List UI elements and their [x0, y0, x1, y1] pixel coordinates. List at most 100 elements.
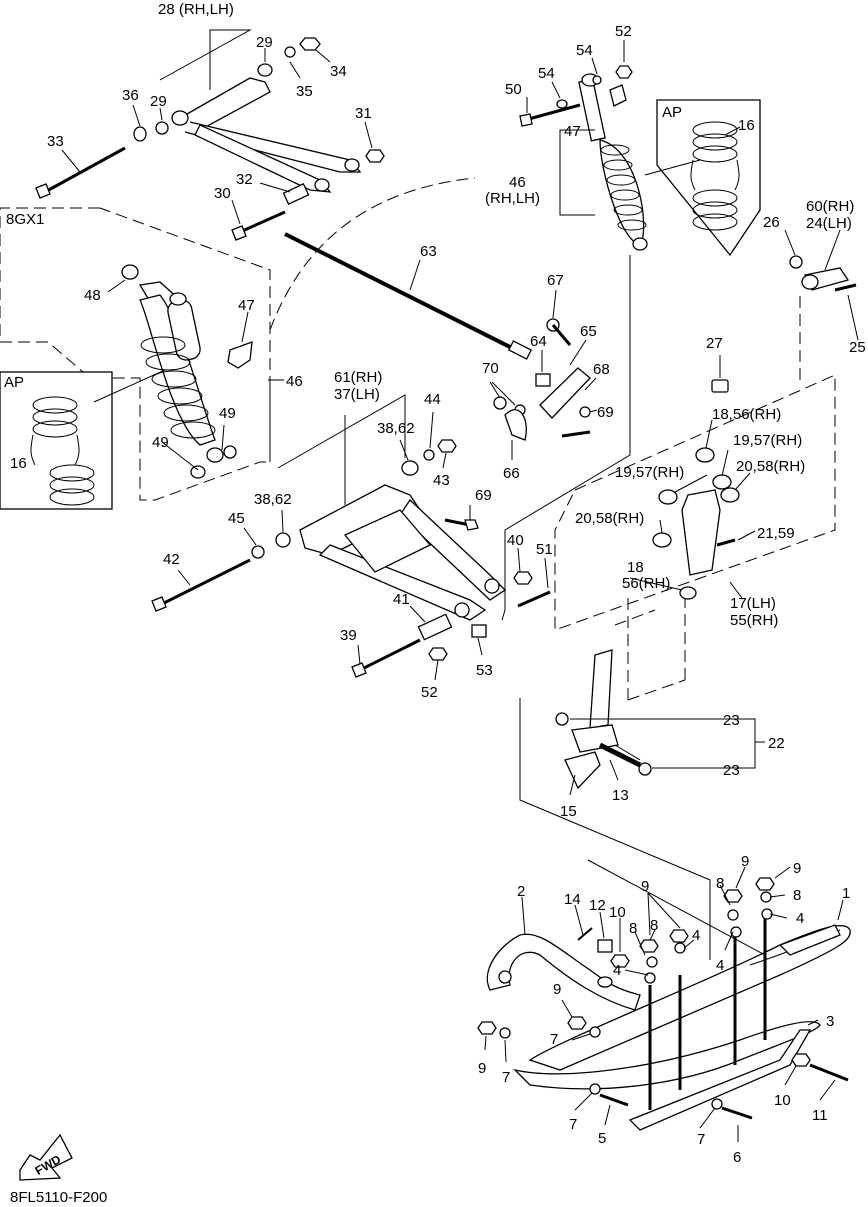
rear-shock-8gx1: [121, 264, 253, 479]
label-33: 33: [47, 133, 64, 150]
label-9: 9: [478, 1060, 486, 1077]
label-7: 7: [550, 1031, 558, 1048]
label-10: 10: [774, 1092, 791, 1109]
assembly-lines: [501, 255, 766, 960]
label-22: 22: [768, 735, 785, 752]
steering-spindle: [652, 379, 740, 600]
ap-spring-box-top: [656, 99, 761, 257]
label-19-57rh: 19,57(RH): [733, 432, 802, 449]
shock-spring-8gx1: [140, 336, 216, 439]
label-41: 41: [393, 591, 410, 608]
leader-lines: [61, 29, 859, 1142]
label-9: 9: [793, 860, 801, 877]
label-26: 26: [763, 214, 780, 231]
label-27: 27: [706, 335, 723, 352]
label-23: 23: [723, 762, 740, 779]
label-8gx1: 8GX1: [6, 211, 44, 228]
label-61rh: 61(RH): [334, 369, 382, 386]
label-6: 6: [733, 1149, 741, 1166]
label-24lh: 24(LH): [806, 215, 852, 232]
ski-spindle: [555, 649, 652, 790]
label-51: 51: [536, 541, 553, 558]
label-46: 46: [286, 373, 303, 390]
label-44: 44: [424, 391, 441, 408]
label-37lh: 37(LH): [334, 386, 380, 403]
label-17lh: 17(LH): [730, 595, 776, 612]
diagram-code: 8FL5110-F200: [10, 1189, 107, 1206]
label-43: 43: [433, 472, 450, 489]
ski-assembly: [477, 877, 851, 1131]
steering-arm: [789, 255, 857, 292]
label-2: 2: [517, 883, 525, 900]
label-46-rhlh: (RH,LH): [485, 190, 540, 207]
label-46: 46: [509, 174, 526, 191]
ap-spring-box-left: [0, 371, 113, 510]
label-18: 18: [627, 559, 644, 576]
label-53: 53: [476, 662, 493, 679]
label-4: 4: [613, 962, 621, 979]
label-1: 1: [842, 885, 850, 902]
label-ap: AP: [662, 104, 682, 121]
label-47: 47: [238, 297, 255, 314]
part-labels: 28 (RH,LH) 29 35 34 36 29 31 33 32 30 8G…: [4, 1, 866, 1166]
label-3862: 38,62: [377, 420, 415, 437]
label-56rh: 56(RH): [622, 575, 670, 592]
label-4: 4: [796, 910, 804, 927]
label-ap: AP: [4, 374, 24, 391]
label-54: 54: [538, 65, 555, 82]
label-8: 8: [629, 920, 637, 937]
label-69: 69: [597, 404, 614, 421]
label-49: 49: [152, 434, 169, 451]
label-45: 45: [228, 510, 245, 527]
label-11: 11: [812, 1107, 828, 1124]
label-69: 69: [475, 487, 492, 504]
shock-spring-top: [600, 144, 647, 231]
label-65: 65: [580, 323, 597, 340]
label-32: 32: [236, 171, 253, 188]
label-60rh: 60(RH): [806, 198, 854, 215]
label-3: 3: [826, 1013, 834, 1030]
label-7: 7: [697, 1131, 705, 1148]
label-21-59: 21,59: [757, 525, 795, 542]
label-5: 5: [598, 1130, 606, 1147]
label-54: 54: [576, 42, 593, 59]
label-47: 47: [564, 123, 581, 140]
label-64: 64: [530, 333, 547, 350]
label-3862: 38,62: [254, 491, 292, 508]
label-19-57rh: 19,57(RH): [615, 464, 684, 481]
label-20-58rh: 20,58(RH): [736, 458, 805, 475]
label-7: 7: [569, 1116, 577, 1133]
label-15: 15: [560, 803, 577, 820]
label-50: 50: [505, 81, 522, 98]
label-29: 29: [150, 93, 167, 110]
label-39: 39: [340, 627, 357, 644]
label-9: 9: [553, 981, 561, 998]
label-7: 7: [502, 1069, 510, 1086]
label-34: 34: [330, 63, 347, 80]
label-70: 70: [482, 360, 499, 377]
label-66: 66: [503, 465, 520, 482]
label-52: 52: [421, 684, 438, 701]
label-18-56rh: 18,56(RH): [712, 406, 781, 423]
label-42: 42: [163, 551, 180, 568]
dashed-outlines: [0, 177, 836, 701]
label-13: 13: [612, 787, 629, 804]
label-28: 28 (RH,LH): [158, 1, 234, 18]
label-4: 4: [716, 957, 724, 974]
tie-rod: [284, 232, 533, 360]
label-55rh: 55(RH): [730, 612, 778, 629]
label-9: 9: [741, 853, 749, 870]
label-30: 30: [214, 185, 231, 202]
lower-a-arm: [151, 439, 551, 678]
label-29: 29: [256, 34, 273, 51]
label-10: 10: [609, 904, 626, 921]
label-49: 49: [219, 405, 236, 422]
label-20-58rh: 20,58(RH): [575, 510, 644, 527]
label-35: 35: [296, 83, 313, 100]
label-63: 63: [420, 243, 437, 260]
label-9: 9: [641, 878, 649, 895]
label-31: 31: [355, 105, 372, 122]
label-68: 68: [593, 361, 610, 378]
label-23: 23: [723, 712, 740, 729]
